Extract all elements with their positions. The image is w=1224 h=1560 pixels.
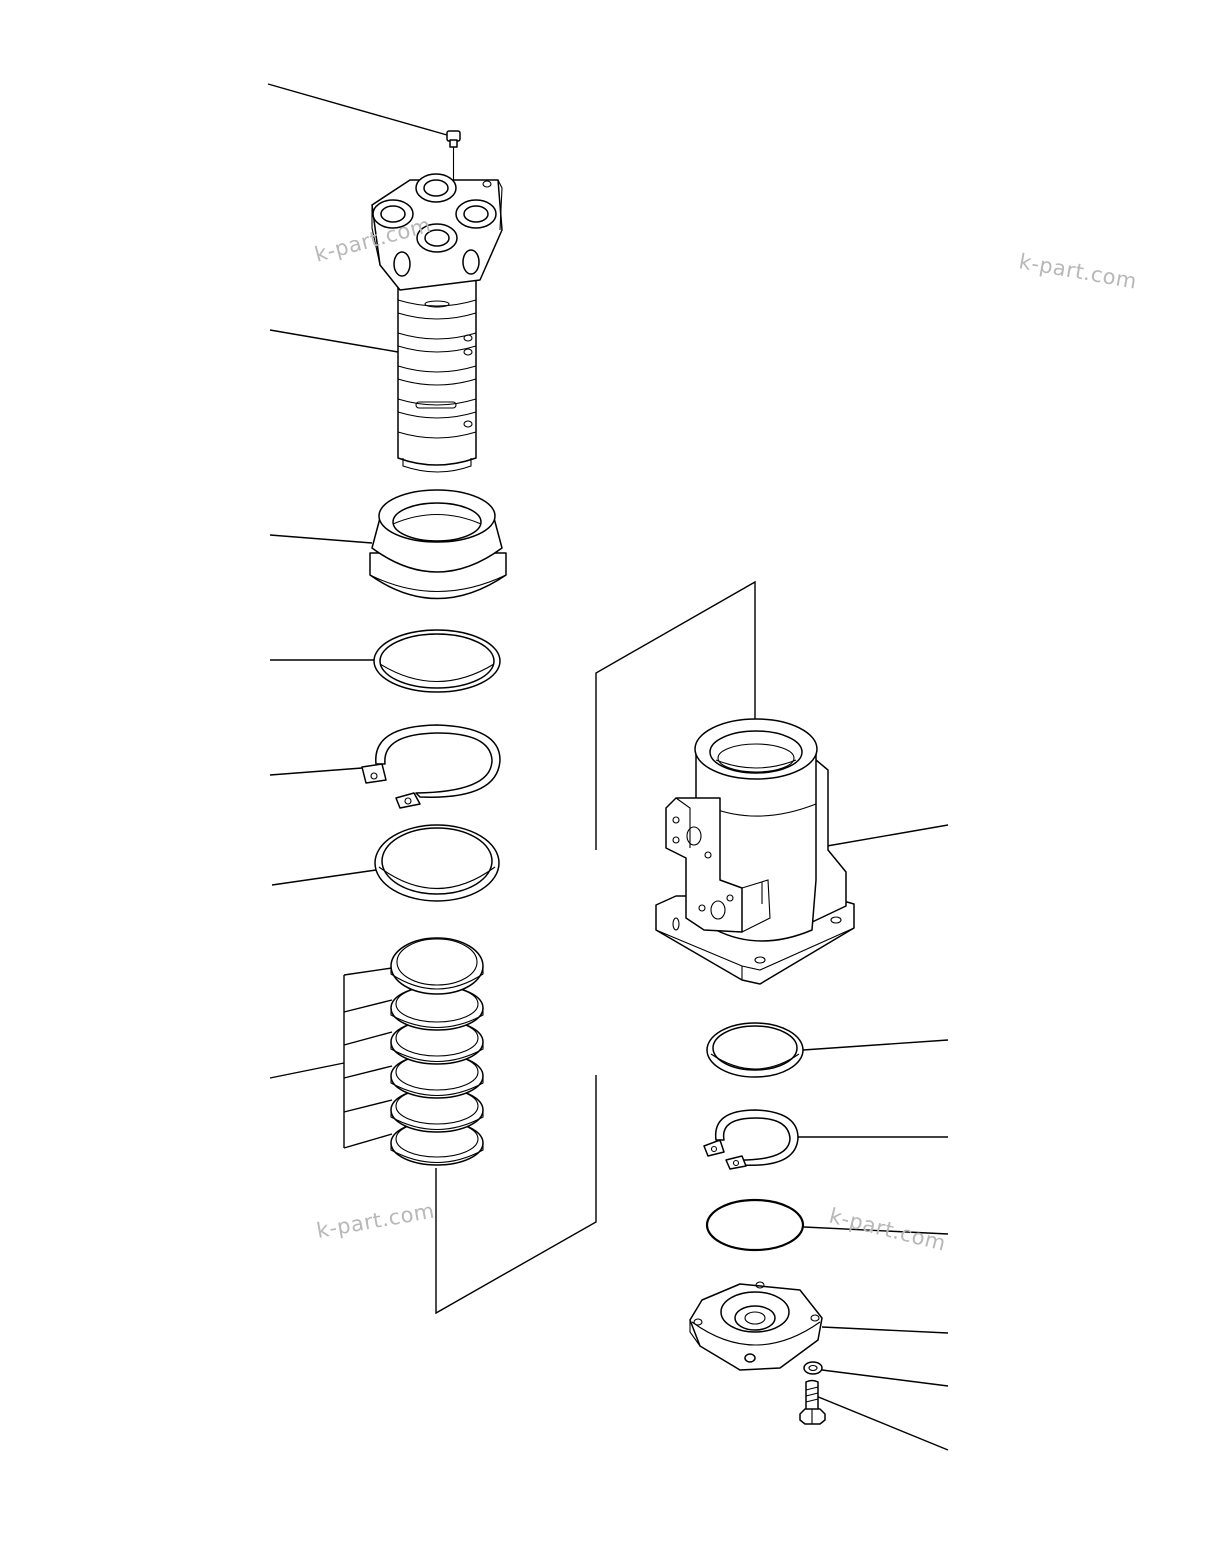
leader-lines xyxy=(267,83,949,1451)
washer-icon xyxy=(803,1361,823,1375)
leader-line-assembly-bracket xyxy=(435,580,756,1315)
leader-line-seal-ring-set xyxy=(269,967,393,1149)
leader-line-cover-cap xyxy=(269,534,373,544)
ring-stack-icon xyxy=(390,937,484,1166)
ring-icon xyxy=(706,1022,804,1078)
plug-icon xyxy=(446,130,461,182)
bolt-icon xyxy=(799,1379,826,1425)
housing-icon xyxy=(655,718,855,985)
leader-line-swivel-body xyxy=(826,824,949,847)
snap-ring-icon xyxy=(361,724,501,809)
leader-line-bolt xyxy=(815,1395,949,1451)
cover-icon xyxy=(689,1281,823,1371)
ring-icon xyxy=(373,629,501,693)
leader-line-washer xyxy=(821,1369,949,1387)
leader-line-socket-plug xyxy=(267,83,448,136)
cap-icon xyxy=(369,489,507,600)
ring-icon xyxy=(374,824,500,902)
leader-line-end-cover xyxy=(821,1326,949,1334)
leader-line-o-ring xyxy=(803,1226,949,1235)
watermark-text: k-part.com xyxy=(827,1204,949,1256)
shaft-icon xyxy=(371,173,503,473)
snap-ring-icon xyxy=(703,1109,799,1170)
leader-line-seal-ring xyxy=(271,869,377,886)
leader-line-rotor-shaft xyxy=(269,329,399,353)
watermark-text: k-part.com xyxy=(1017,249,1139,293)
leader-line-ring-lower xyxy=(802,1039,949,1051)
o-ring-icon xyxy=(705,1198,805,1252)
leader-line-snap-ring xyxy=(269,767,363,776)
watermark-text: k-part.com xyxy=(315,1199,437,1243)
